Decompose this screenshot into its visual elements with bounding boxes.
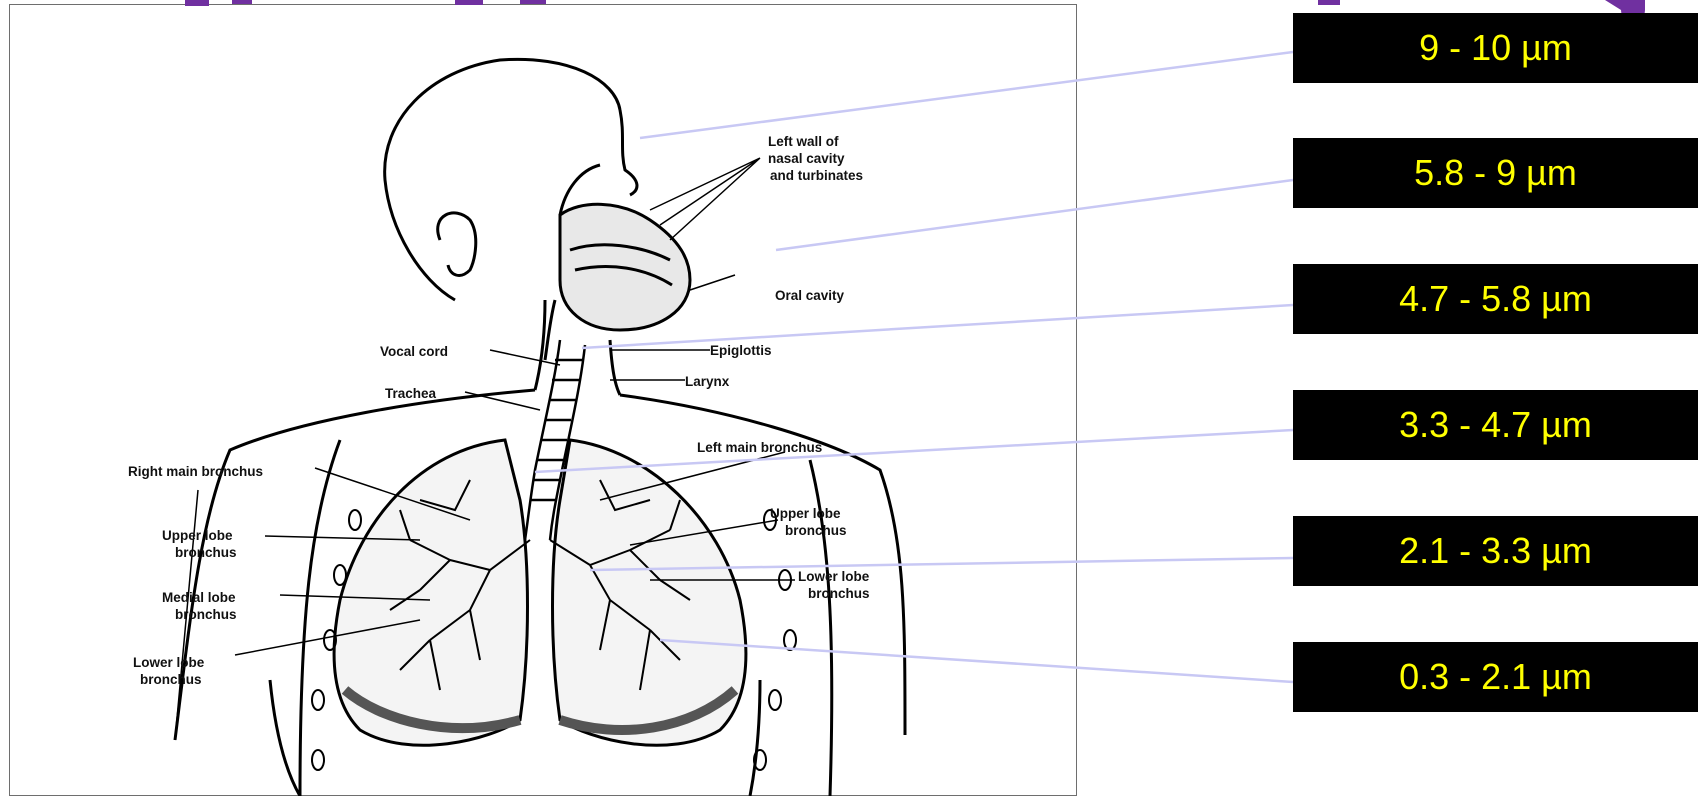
label-trachea: Trachea: [385, 386, 437, 401]
label-upper-lobe-right-2: bronchus: [785, 523, 847, 538]
range-box-alveoli: 0.3 - 2.1 µm: [1293, 642, 1698, 712]
label-epiglottis: Epiglottis: [710, 343, 772, 358]
range-box-larynx: 4.7 - 5.8 µm: [1293, 264, 1698, 334]
lungs: [334, 440, 746, 745]
range-label-pharynx: 5.8 - 9 µm: [1414, 152, 1577, 194]
range-label-bronchi: 2.1 - 3.3 µm: [1399, 530, 1592, 572]
label-left-wall-3: and turbinates: [770, 168, 863, 183]
range-box-bronchi: 2.1 - 3.3 µm: [1293, 516, 1698, 586]
label-medial-lobe-2: bronchus: [175, 607, 237, 622]
nasal-oral-cavity: [545, 165, 690, 360]
range-label-alveoli: 0.3 - 2.1 µm: [1399, 656, 1592, 698]
range-label-nasal: 9 - 10 µm: [1419, 27, 1572, 69]
label-upper-lobe-left-1: Upper lobe: [162, 528, 233, 543]
label-lower-lobe-left-1: Lower lobe: [133, 655, 205, 670]
label-oral-cavity: Oral cavity: [775, 288, 845, 303]
range-box-pharynx: 5.8 - 9 µm: [1293, 138, 1698, 208]
label-lower-lobe-right-2: bronchus: [808, 586, 870, 601]
label-upper-lobe-left-2: bronchus: [175, 545, 237, 560]
label-lower-lobe-right-1: Lower lobe: [798, 569, 870, 584]
range-box-trachea: 3.3 - 4.7 µm: [1293, 390, 1698, 460]
label-vocal-cord: Vocal cord: [380, 344, 448, 359]
range-label-trachea: 3.3 - 4.7 µm: [1399, 404, 1592, 446]
label-lower-lobe-left-2: bronchus: [140, 672, 202, 687]
label-larynx: Larynx: [685, 374, 730, 389]
label-upper-lobe-right-1: Upper lobe: [770, 506, 841, 521]
range-box-nasal: 9 - 10 µm: [1293, 13, 1698, 83]
label-left-wall-1: Left wall of: [768, 134, 839, 149]
label-left-main-bronchus: Left main bronchus: [697, 440, 822, 455]
label-left-wall-2: nasal cavity: [768, 151, 845, 166]
range-label-larynx: 4.7 - 5.8 µm: [1399, 278, 1592, 320]
label-medial-lobe-1: Medial lobe: [162, 590, 236, 605]
label-right-main-bronchus: Right main bronchus: [128, 464, 263, 479]
